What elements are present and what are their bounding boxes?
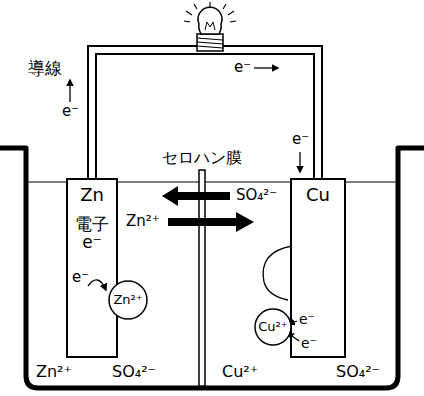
cellophane-membrane bbox=[199, 170, 205, 386]
ion-label: Zn²⁺ bbox=[36, 364, 72, 380]
electron-arrow bbox=[299, 152, 300, 172]
electron-label: e⁻ bbox=[62, 104, 79, 119]
ion-label: SO₄²⁻ bbox=[336, 364, 380, 380]
ion-symbol: Cu²⁺ bbox=[258, 320, 287, 334]
ion-label: Zn²⁺ bbox=[126, 214, 160, 229]
electron-label: e⁻ bbox=[301, 336, 317, 350]
copper-deposit-arc bbox=[263, 246, 292, 300]
ion-label: Cu²⁺ bbox=[222, 364, 258, 380]
electron-label: e⁻ bbox=[299, 312, 315, 326]
ion-symbol: Zn²⁺ bbox=[113, 293, 142, 307]
copper-ion: Cu²⁺ bbox=[254, 308, 292, 346]
lead-wire bbox=[92, 50, 318, 178]
ion-circle-outline bbox=[255, 309, 291, 345]
electrode-symbol: Zn bbox=[68, 186, 116, 205]
wire-outer bbox=[92, 50, 318, 178]
sulfate-migration-arrow bbox=[162, 186, 230, 206]
zinc-electrode: Zn電子 e⁻Zn²⁺ bbox=[66, 178, 118, 358]
water-surface bbox=[28, 181, 396, 182]
copper-electrode: CuCu²⁺ bbox=[290, 178, 346, 358]
oxidation-arrow bbox=[88, 280, 106, 290]
electrode-symbol: Cu bbox=[292, 186, 344, 205]
wire-label: 導線 bbox=[28, 60, 62, 77]
electron-arrow bbox=[69, 80, 70, 102]
electron-note: 電子 e⁻ bbox=[72, 216, 111, 252]
ion-label: SO₄²⁻ bbox=[112, 364, 156, 380]
wire-inner bbox=[92, 50, 318, 178]
ion-circle-outline bbox=[109, 281, 147, 319]
lamp bbox=[184, 2, 236, 51]
beaker bbox=[0, 148, 424, 388]
electron-label: e⁻ bbox=[72, 270, 89, 285]
ion-label: SO₄²⁻ bbox=[236, 188, 277, 203]
electron-label: e⁻ bbox=[234, 60, 251, 75]
electron-label: e⁻ bbox=[292, 132, 309, 147]
membrane-label: セロハン膜 bbox=[162, 150, 242, 166]
zinc-ion: Zn²⁺ bbox=[108, 280, 148, 320]
zinc-ion-migration-arrow bbox=[168, 212, 254, 232]
electron-arrow bbox=[254, 67, 278, 68]
